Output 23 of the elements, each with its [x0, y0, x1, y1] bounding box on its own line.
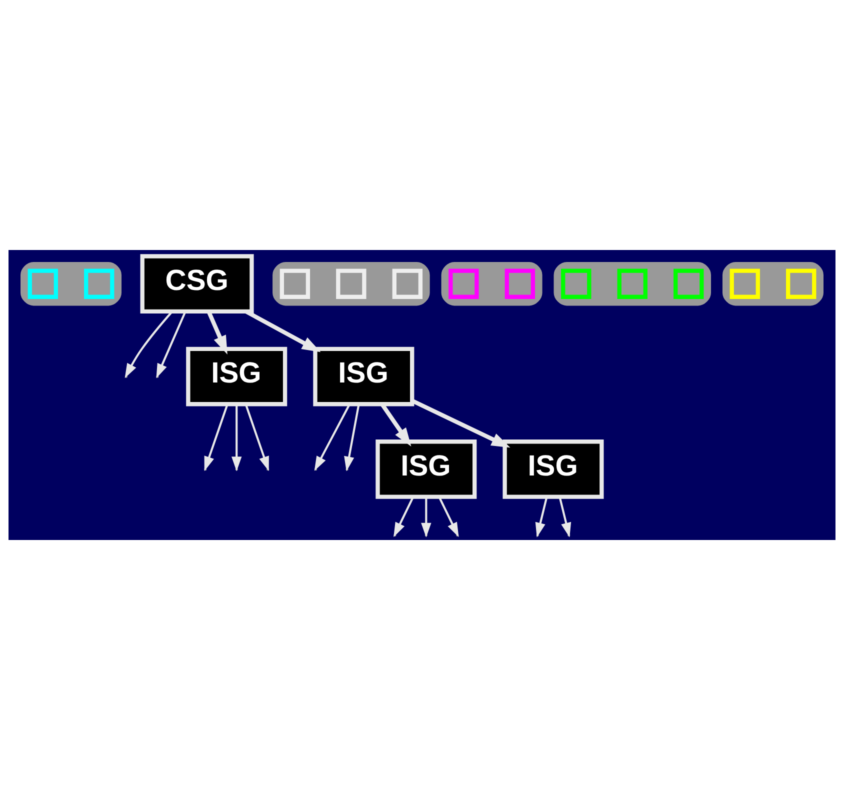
- node-box: [617, 268, 648, 298]
- node-box: [504, 268, 535, 298]
- node-box: [280, 268, 310, 298]
- node-box: [28, 268, 58, 298]
- cluster: [554, 261, 712, 306]
- node-box: [448, 268, 479, 298]
- node-box: ISG: [376, 439, 477, 498]
- node-box: [84, 268, 114, 298]
- node-box: [674, 268, 704, 298]
- cluster: [272, 261, 430, 306]
- node-box: ISG: [313, 346, 414, 406]
- arrow: [412, 398, 510, 448]
- node-box: ISG: [186, 346, 288, 406]
- cluster: [441, 261, 542, 306]
- cluster: [722, 261, 824, 306]
- cluster: [20, 261, 122, 306]
- node-box: [786, 268, 816, 298]
- node-box: [392, 268, 423, 298]
- node-box: [730, 268, 760, 298]
- node-box: ISG: [502, 439, 604, 498]
- node-box: CSG: [140, 254, 254, 314]
- node-box: [561, 268, 592, 298]
- node-box: [336, 268, 366, 298]
